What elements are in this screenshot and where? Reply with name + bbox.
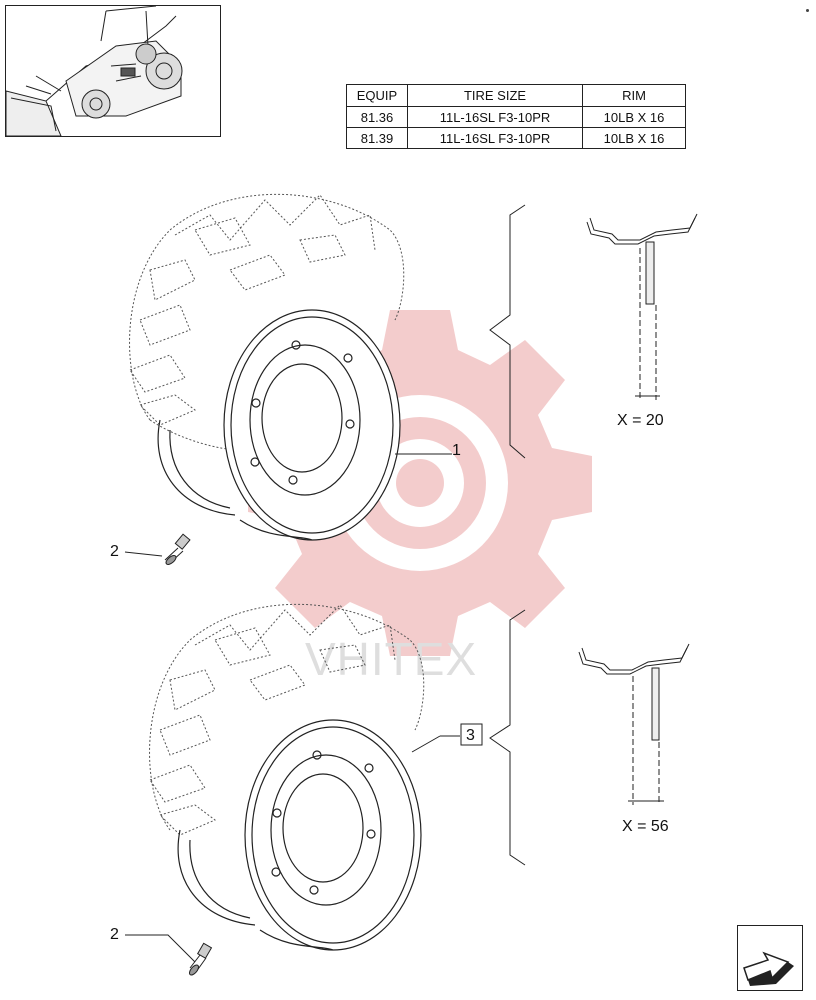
profile-label-lower: X = 56 bbox=[622, 818, 669, 835]
lower-rim-profile bbox=[578, 643, 690, 805]
callout-valve-lower: 2 bbox=[110, 926, 119, 943]
cell-rim: 10LB X 16 bbox=[582, 106, 686, 128]
table-header-row: EQUIP TIRE SIZE RIM bbox=[346, 84, 686, 107]
upper-rim-profile bbox=[586, 213, 698, 400]
header-equip: EQUIP bbox=[346, 84, 408, 107]
upper-valve-stem bbox=[164, 533, 191, 565]
corner-dot bbox=[806, 9, 809, 12]
cell-tire-size: 11L-16SL F3-10PR bbox=[407, 127, 583, 149]
profile-label-upper: X = 20 bbox=[617, 412, 664, 429]
loader-backhoe-icon bbox=[6, 6, 183, 136]
upper-rim bbox=[157, 309, 401, 541]
callout-rim-lower: 3 bbox=[466, 727, 475, 744]
watermark-text: VHITEX bbox=[305, 633, 477, 685]
cell-equip: 81.39 bbox=[346, 127, 408, 149]
machine-thumbnail bbox=[5, 5, 221, 137]
cell-rim: 10LB X 16 bbox=[582, 127, 686, 149]
lower-valve-stem bbox=[189, 942, 213, 976]
upper-tire-outline bbox=[129, 193, 405, 451]
callout-rim-upper: 1 bbox=[452, 442, 461, 459]
callout-valve-upper: 2 bbox=[110, 543, 119, 560]
lower-tire-outline bbox=[149, 603, 425, 836]
next-page-arrow-icon bbox=[743, 951, 794, 986]
lower-rim bbox=[177, 719, 422, 951]
next-page-button[interactable] bbox=[737, 925, 803, 991]
table-row: 81.39 11L-16SL F3-10PR 10LB X 16 bbox=[346, 127, 686, 149]
tire-size-table: EQUIP TIRE SIZE RIM 81.36 11L-16SL F3-10… bbox=[346, 84, 686, 149]
